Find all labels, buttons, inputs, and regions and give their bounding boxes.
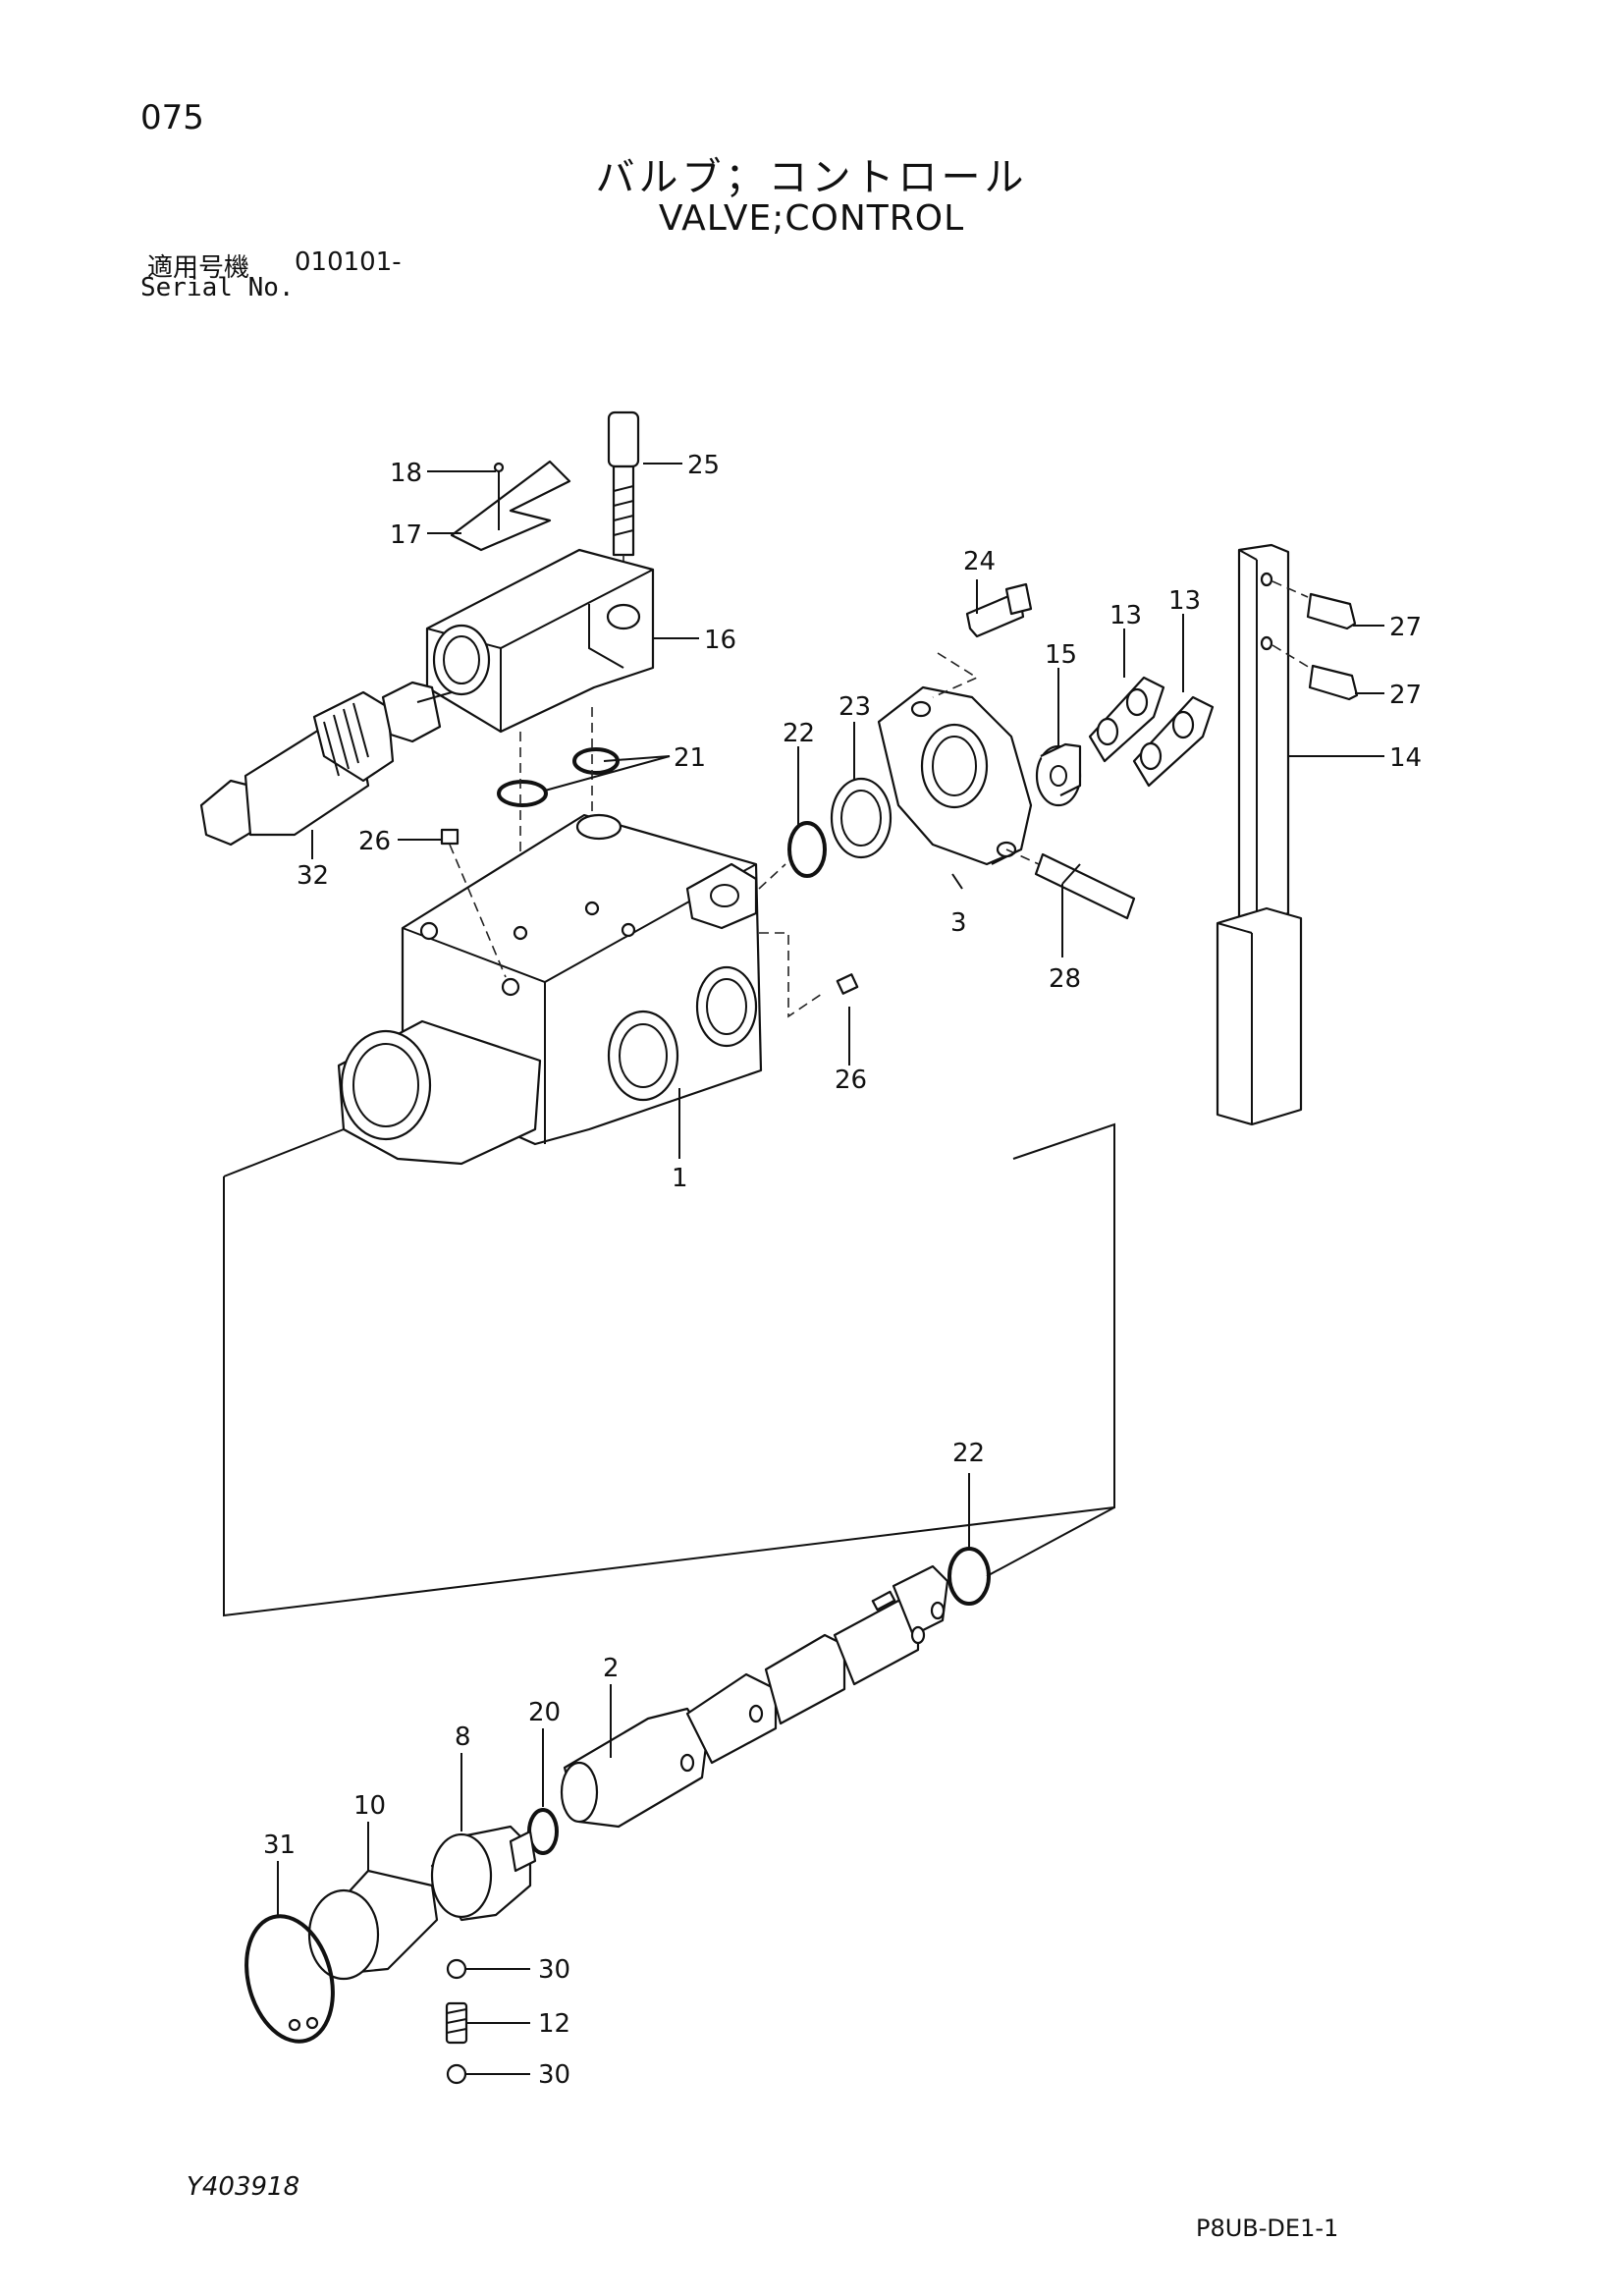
callout-31: 31	[263, 1831, 296, 1860]
callout-23: 23	[839, 692, 871, 722]
callout-21: 21	[674, 743, 706, 773]
part-16-block	[425, 548, 655, 734]
callout-14: 14	[1389, 743, 1422, 773]
part-13-link-left	[1088, 676, 1165, 763]
part-21-o-ring-left	[497, 780, 548, 807]
part-27-pin-upper	[1306, 592, 1357, 630]
boundary-link-body	[223, 1128, 345, 1177]
title-japanese: バルブ；コントロール	[595, 155, 1028, 200]
callout-22-lower: 22	[952, 1439, 985, 1468]
callout-18: 18	[390, 459, 422, 488]
callout-30-lower: 30	[538, 2060, 570, 2090]
part-17-plate	[450, 460, 571, 552]
part-18-pin	[493, 462, 505, 530]
title-english: VALVE;CONTROL	[658, 198, 965, 239]
callout-22-upper: 22	[783, 719, 815, 748]
part-23-seal	[830, 777, 893, 859]
part-31-snap-ring	[244, 1914, 335, 2044]
drawing-code: Y403918	[187, 2172, 300, 2202]
callout-20: 20	[528, 1698, 561, 1727]
callout-10: 10	[353, 1791, 386, 1821]
callout-26-upper: 26	[358, 827, 391, 856]
part-1-valve-body	[337, 813, 763, 1166]
part-26-plug-upper	[440, 828, 507, 978]
part-8-retainer	[430, 1825, 537, 1922]
serial-value: 010101-	[295, 247, 402, 277]
sheet-code: P8UB-DE1-1	[1196, 2214, 1339, 2242]
callout-13-right: 13	[1168, 586, 1201, 616]
callout-3: 3	[950, 908, 967, 938]
part-12-spring	[445, 2001, 468, 2045]
part-32-relief-valve	[199, 681, 442, 847]
callout-26-lower: 26	[835, 1066, 867, 1095]
serial-label-japanese: 適用号機	[147, 253, 250, 283]
callout-32: 32	[297, 861, 329, 891]
callout-1: 1	[672, 1164, 688, 1193]
part-25-bolt	[607, 410, 640, 557]
axis-22	[758, 863, 786, 890]
part-13-link-right	[1132, 695, 1215, 788]
part-28-pin	[1034, 852, 1136, 920]
serial-label-english: Serial No.	[140, 273, 295, 302]
plug-axis-lower	[759, 932, 826, 1018]
callout-8: 8	[455, 1722, 471, 1752]
part-2-spool	[560, 1564, 949, 1829]
callout-13-left: 13	[1109, 601, 1142, 630]
callout-30-upper: 30	[538, 1955, 570, 1985]
callout-27-upper: 27	[1389, 613, 1422, 642]
part-21-o-ring-right	[572, 747, 620, 775]
assembly-boundary	[223, 1122, 1115, 1617]
part-3-bracket	[877, 685, 1033, 866]
part-30-ball-lower	[446, 2063, 467, 2085]
callout-16: 16	[704, 626, 736, 655]
callout-17: 17	[390, 520, 422, 550]
callout-12: 12	[538, 2009, 570, 2039]
part-15-bushing	[1035, 742, 1082, 807]
callout-27-lower: 27	[1389, 681, 1422, 710]
pin-27-axis-upper	[1271, 580, 1309, 598]
part-24-bolt	[965, 582, 1033, 638]
page-number: 075	[140, 98, 204, 137]
callout-24: 24	[963, 547, 996, 576]
part-30-ball-upper	[446, 1958, 467, 1980]
callout-28: 28	[1049, 964, 1081, 994]
part-14-lever	[1216, 543, 1303, 1126]
part-22-o-ring-lower	[947, 1547, 991, 1606]
pin-27-axis-lower	[1271, 644, 1311, 669]
part-27-pin-lower	[1308, 664, 1359, 701]
callout-2: 2	[603, 1654, 620, 1683]
boundary-link-spool	[986, 1506, 1115, 1577]
callout-15: 15	[1045, 640, 1077, 670]
part-22-o-ring-upper	[787, 821, 827, 878]
callout-25: 25	[687, 451, 720, 480]
pin-28-axis	[1005, 848, 1040, 865]
part-26-plug-lower	[836, 973, 859, 995]
leader-lines	[277, 463, 1384, 2075]
callout-labels: 18 17 25 16 21 26 32 26 1 22 23 24 15 13…	[263, 451, 1422, 2090]
